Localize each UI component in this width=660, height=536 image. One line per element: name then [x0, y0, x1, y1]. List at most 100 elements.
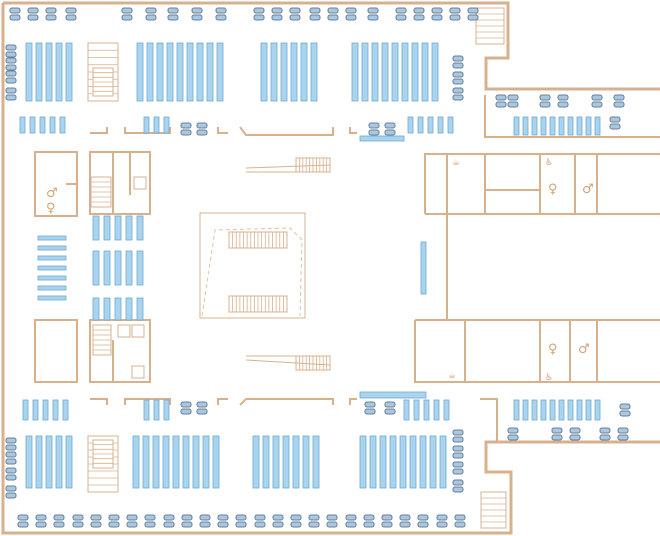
seat-pair: [253, 7, 265, 21]
bookshelf: [359, 435, 367, 489]
bookshelf: [103, 215, 111, 241]
bookshelf: [132, 435, 140, 489]
stairwell: [92, 67, 114, 97]
seat-pair: [399, 514, 411, 528]
bookshelf: [163, 116, 170, 134]
seat-pair: [551, 427, 563, 441]
bookshelf: [421, 42, 429, 102]
seat-pair: [309, 7, 321, 21]
bookshelf: [35, 435, 43, 489]
bookshelf: [153, 116, 160, 134]
bookshelf: [22, 399, 29, 421]
bookshelf: [540, 399, 547, 421]
seat-pair: [569, 427, 581, 441]
bookshelf: [92, 297, 100, 321]
seat-pair: [452, 479, 464, 493]
bookshelf: [114, 215, 122, 241]
bookshelf: [594, 399, 601, 421]
woman-icon: ♀: [46, 201, 56, 216]
bookshelf: [37, 245, 67, 251]
seat-pair: [417, 514, 429, 528]
seat-pair: [452, 55, 464, 69]
seat-pair: [452, 87, 464, 101]
seat-pair: [144, 514, 156, 528]
bookshelf: [431, 42, 439, 102]
seat-pair: [271, 7, 283, 21]
seat-pair: [17, 514, 29, 528]
bookshelf: [413, 399, 420, 421]
seat-pair: [436, 514, 448, 528]
bookshelf: [379, 435, 387, 489]
seat-pair: [289, 7, 301, 21]
bookshelf: [513, 116, 520, 136]
bookshelf: [522, 399, 529, 421]
bookshelf: [206, 42, 214, 102]
bookshelf: [37, 255, 67, 261]
bookshelf: [92, 215, 100, 241]
seat-pair: [363, 514, 375, 528]
man-icon: ♂: [46, 186, 58, 201]
bookshelf: [419, 435, 427, 489]
seat-pair: [163, 514, 175, 528]
bookshelf: [531, 399, 538, 421]
bookshelf: [146, 42, 154, 102]
bookshelf: [423, 399, 430, 421]
seat-pair: [326, 514, 338, 528]
bookshelf: [576, 116, 583, 136]
bookshelf: [409, 435, 417, 489]
bookshelf: [45, 435, 53, 489]
seat-pair: [495, 94, 507, 108]
bookshelf: [163, 399, 170, 421]
bookshelf: [389, 435, 397, 489]
seat-pair: [345, 514, 357, 528]
bookshelf: [359, 391, 427, 399]
bookshelf: [260, 42, 268, 102]
bookshelf: [585, 116, 592, 136]
bookshelf: [212, 435, 220, 489]
bookshelf: [312, 435, 320, 489]
seat-pair: [507, 427, 519, 441]
seat-pair: [9, 7, 21, 21]
seat-pair: [467, 7, 479, 21]
stair-ramp: [245, 164, 331, 173]
bookshelf: [52, 399, 59, 421]
bookshelf: [361, 42, 369, 102]
bookshelf: [176, 42, 184, 102]
seat-pair: [196, 122, 208, 136]
bookshelf: [186, 42, 194, 102]
bookshelf: [42, 399, 49, 421]
bookshelf: [401, 42, 409, 102]
bookshelf: [202, 435, 210, 489]
seat-pair: [327, 7, 339, 21]
bookshelf: [216, 42, 224, 102]
bookshelf: [585, 399, 592, 421]
seat-pair: [5, 87, 17, 101]
seat-pair: [196, 401, 208, 415]
bookshelf: [37, 235, 67, 241]
bookshelf: [152, 435, 160, 489]
seat-pair: [272, 514, 284, 528]
seat-pair: [454, 514, 466, 528]
seat-pair: [367, 7, 379, 21]
seat-pair: [381, 514, 393, 528]
bookshelf: [32, 399, 39, 421]
bookshelf: [37, 285, 67, 291]
bookshelf: [136, 215, 144, 241]
stairwells: [87, 7, 507, 529]
seat-pair: [191, 7, 203, 21]
bookshelf: [433, 399, 440, 421]
seat-pair: [452, 445, 464, 459]
bookshelf: [196, 42, 204, 102]
bookshelf: [558, 399, 565, 421]
stairwell: [480, 491, 507, 529]
seat-pair: [609, 116, 621, 130]
bookshelf: [567, 116, 574, 136]
seat-pair: [368, 122, 380, 136]
bookshelf: [292, 435, 300, 489]
bookshelf: [371, 42, 379, 102]
seat-pair: [452, 71, 464, 85]
seat-pair: [90, 514, 102, 528]
bookshelf: [162, 435, 170, 489]
bookshelf: [439, 435, 447, 489]
